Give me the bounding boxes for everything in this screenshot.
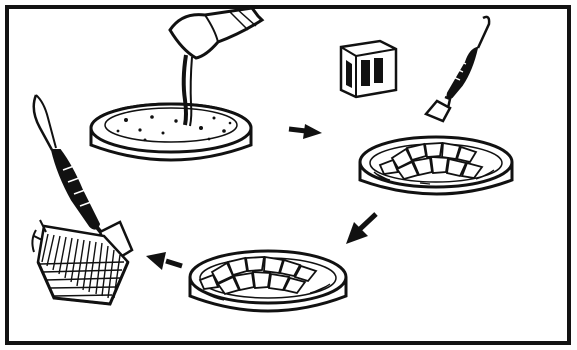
step-3-pieces-in-dish — [190, 251, 346, 311]
petri-dish-1 — [91, 104, 251, 160]
petri-dish-2 — [360, 137, 512, 194]
specimen-container — [341, 41, 396, 97]
